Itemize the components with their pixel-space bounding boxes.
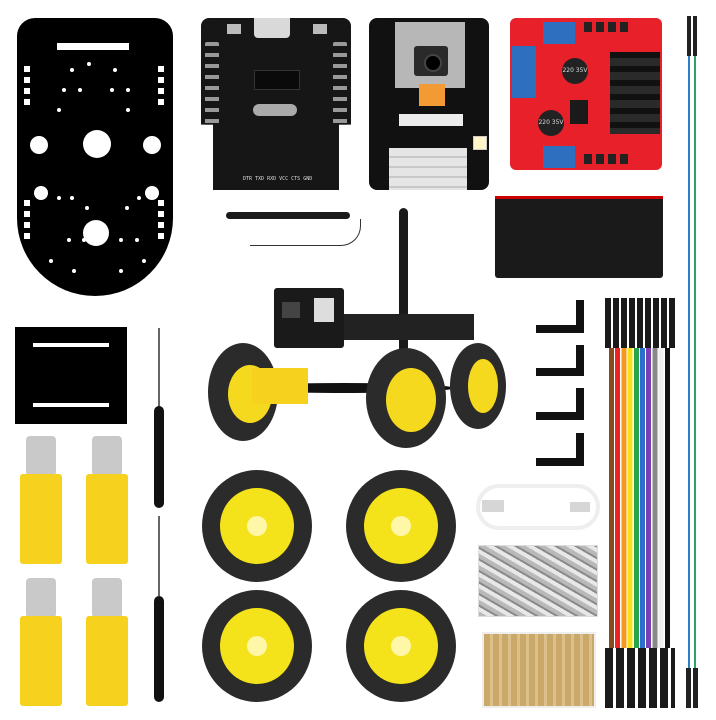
small-acrylic-plate xyxy=(15,327,127,424)
chip xyxy=(254,70,300,90)
camera-sensor xyxy=(414,46,448,76)
l-brackets xyxy=(536,300,586,470)
wheel xyxy=(346,470,456,582)
pin-labels: DTR TXD RXD VCC CTS GND xyxy=(243,176,313,182)
wheel xyxy=(202,470,312,582)
battery-box xyxy=(495,196,663,278)
camera-ribbon xyxy=(419,84,445,106)
motor xyxy=(78,578,134,708)
assembled-car xyxy=(204,208,506,448)
dupont-wires-single xyxy=(684,16,700,708)
crystal xyxy=(253,104,297,116)
heatsink xyxy=(610,52,660,134)
esp32-cam-module xyxy=(369,18,489,190)
capacitor: 220 35V xyxy=(538,110,564,136)
shield-can xyxy=(389,148,467,190)
chassis-plate xyxy=(17,18,173,296)
capacitor: 220 35V xyxy=(562,58,588,84)
usb-programmer-board: DTR TXD RXD VCC CTS GND xyxy=(201,18,351,190)
dupont-wires-rainbow xyxy=(605,298,675,712)
usb-c-port xyxy=(254,18,290,38)
motor xyxy=(12,578,68,708)
antenna xyxy=(226,212,350,219)
screws-bag xyxy=(478,545,598,617)
car-antenna xyxy=(399,208,408,368)
usb-cable xyxy=(476,484,600,530)
screwdriver xyxy=(152,328,166,508)
car-esp32-cam xyxy=(274,288,344,348)
screwdriver xyxy=(152,516,166,702)
standoffs-bag xyxy=(482,632,596,708)
wheel xyxy=(202,590,312,702)
motor xyxy=(12,436,68,566)
slot xyxy=(57,43,129,50)
car-wheel xyxy=(450,343,506,429)
wheel xyxy=(346,590,456,702)
motor xyxy=(78,436,134,566)
car-wheel xyxy=(366,348,446,448)
motor-driver-board: 220 35V 220 35V xyxy=(510,18,662,170)
